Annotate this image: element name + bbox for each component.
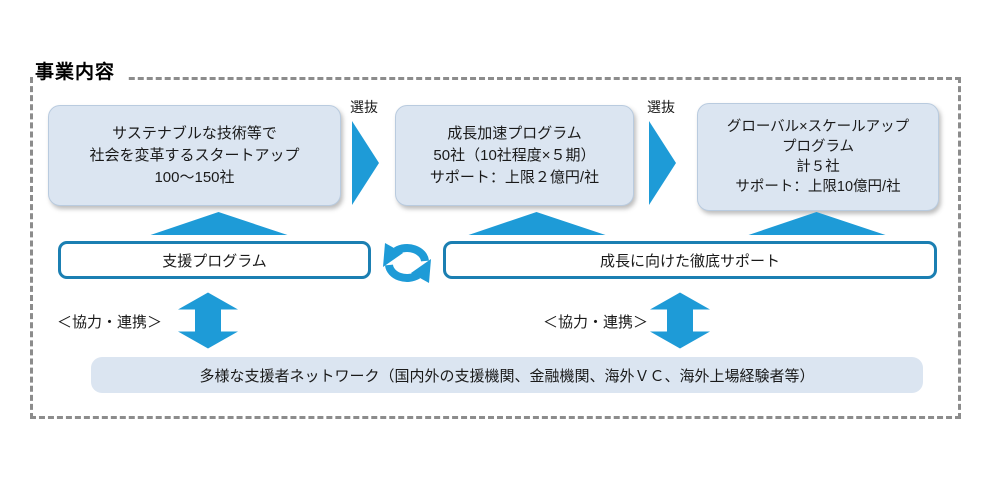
up-triangle-icon bbox=[150, 212, 288, 235]
growth-support-label: 成長に向けた徹底サポート bbox=[599, 252, 780, 270]
support-program-label: 支援プログラム bbox=[162, 252, 267, 270]
stage-line: サステナブルな技術等で bbox=[112, 124, 277, 142]
support-program-box: 支援プログラム bbox=[58, 241, 371, 279]
up-triangle-icon bbox=[468, 212, 606, 235]
cycle-arrows-icon bbox=[383, 243, 431, 283]
stage-box-global-scaleup: グローバル×スケールアップ プログラム 計５社 サポート：上限10億円/社 bbox=[697, 103, 939, 211]
right-arrow-icon bbox=[649, 121, 676, 205]
stage-line: 100～150社 bbox=[154, 168, 235, 186]
stage-line: 50社（10社程度×５期） bbox=[433, 146, 596, 164]
up-down-arrow-icon bbox=[178, 292, 238, 349]
stage-line: プログラム bbox=[781, 139, 855, 155]
up-down-arrow-icon bbox=[650, 292, 710, 349]
stage-line: 社会を変革するスタートアップ bbox=[89, 146, 300, 164]
growth-support-box: 成長に向けた徹底サポート bbox=[443, 241, 937, 279]
supporter-network-label: 多様な支援者ネットワーク（国内外の支援機関、金融機関、海外ＶＣ、海外上場経験者等… bbox=[199, 367, 815, 385]
right-arrow-icon bbox=[352, 121, 379, 205]
stage-box-growth-acceleration: 成長加速プログラム 50社（10社程度×５期） サポート：上限２億円/社 bbox=[395, 105, 634, 206]
page-title: 事業内容 bbox=[33, 57, 128, 88]
stage-line: 成長加速プログラム bbox=[447, 124, 582, 142]
cooperation-label: ＜協力・連携＞ bbox=[543, 314, 649, 331]
cooperation-label: ＜協力・連携＞ bbox=[57, 314, 163, 331]
supporter-network-bar: 多様な支援者ネットワーク（国内外の支援機関、金融機関、海外ＶＣ、海外上場経験者等… bbox=[91, 357, 923, 393]
selection-label: 選抜 bbox=[350, 99, 378, 115]
selection-label: 選抜 bbox=[647, 99, 675, 115]
stage-line: グローバル×スケールアップ bbox=[726, 119, 910, 135]
stage-line: サポート：上限２億円/社 bbox=[429, 168, 600, 186]
stage-line: 計５社 bbox=[796, 159, 840, 175]
stage-line: サポート：上限10億円/社 bbox=[735, 179, 901, 195]
up-triangle-icon bbox=[748, 212, 886, 235]
dashed-frame bbox=[30, 77, 961, 419]
stage-box-startups: サステナブルな技術等で 社会を変革するスタートアップ 100～150社 bbox=[48, 105, 341, 206]
